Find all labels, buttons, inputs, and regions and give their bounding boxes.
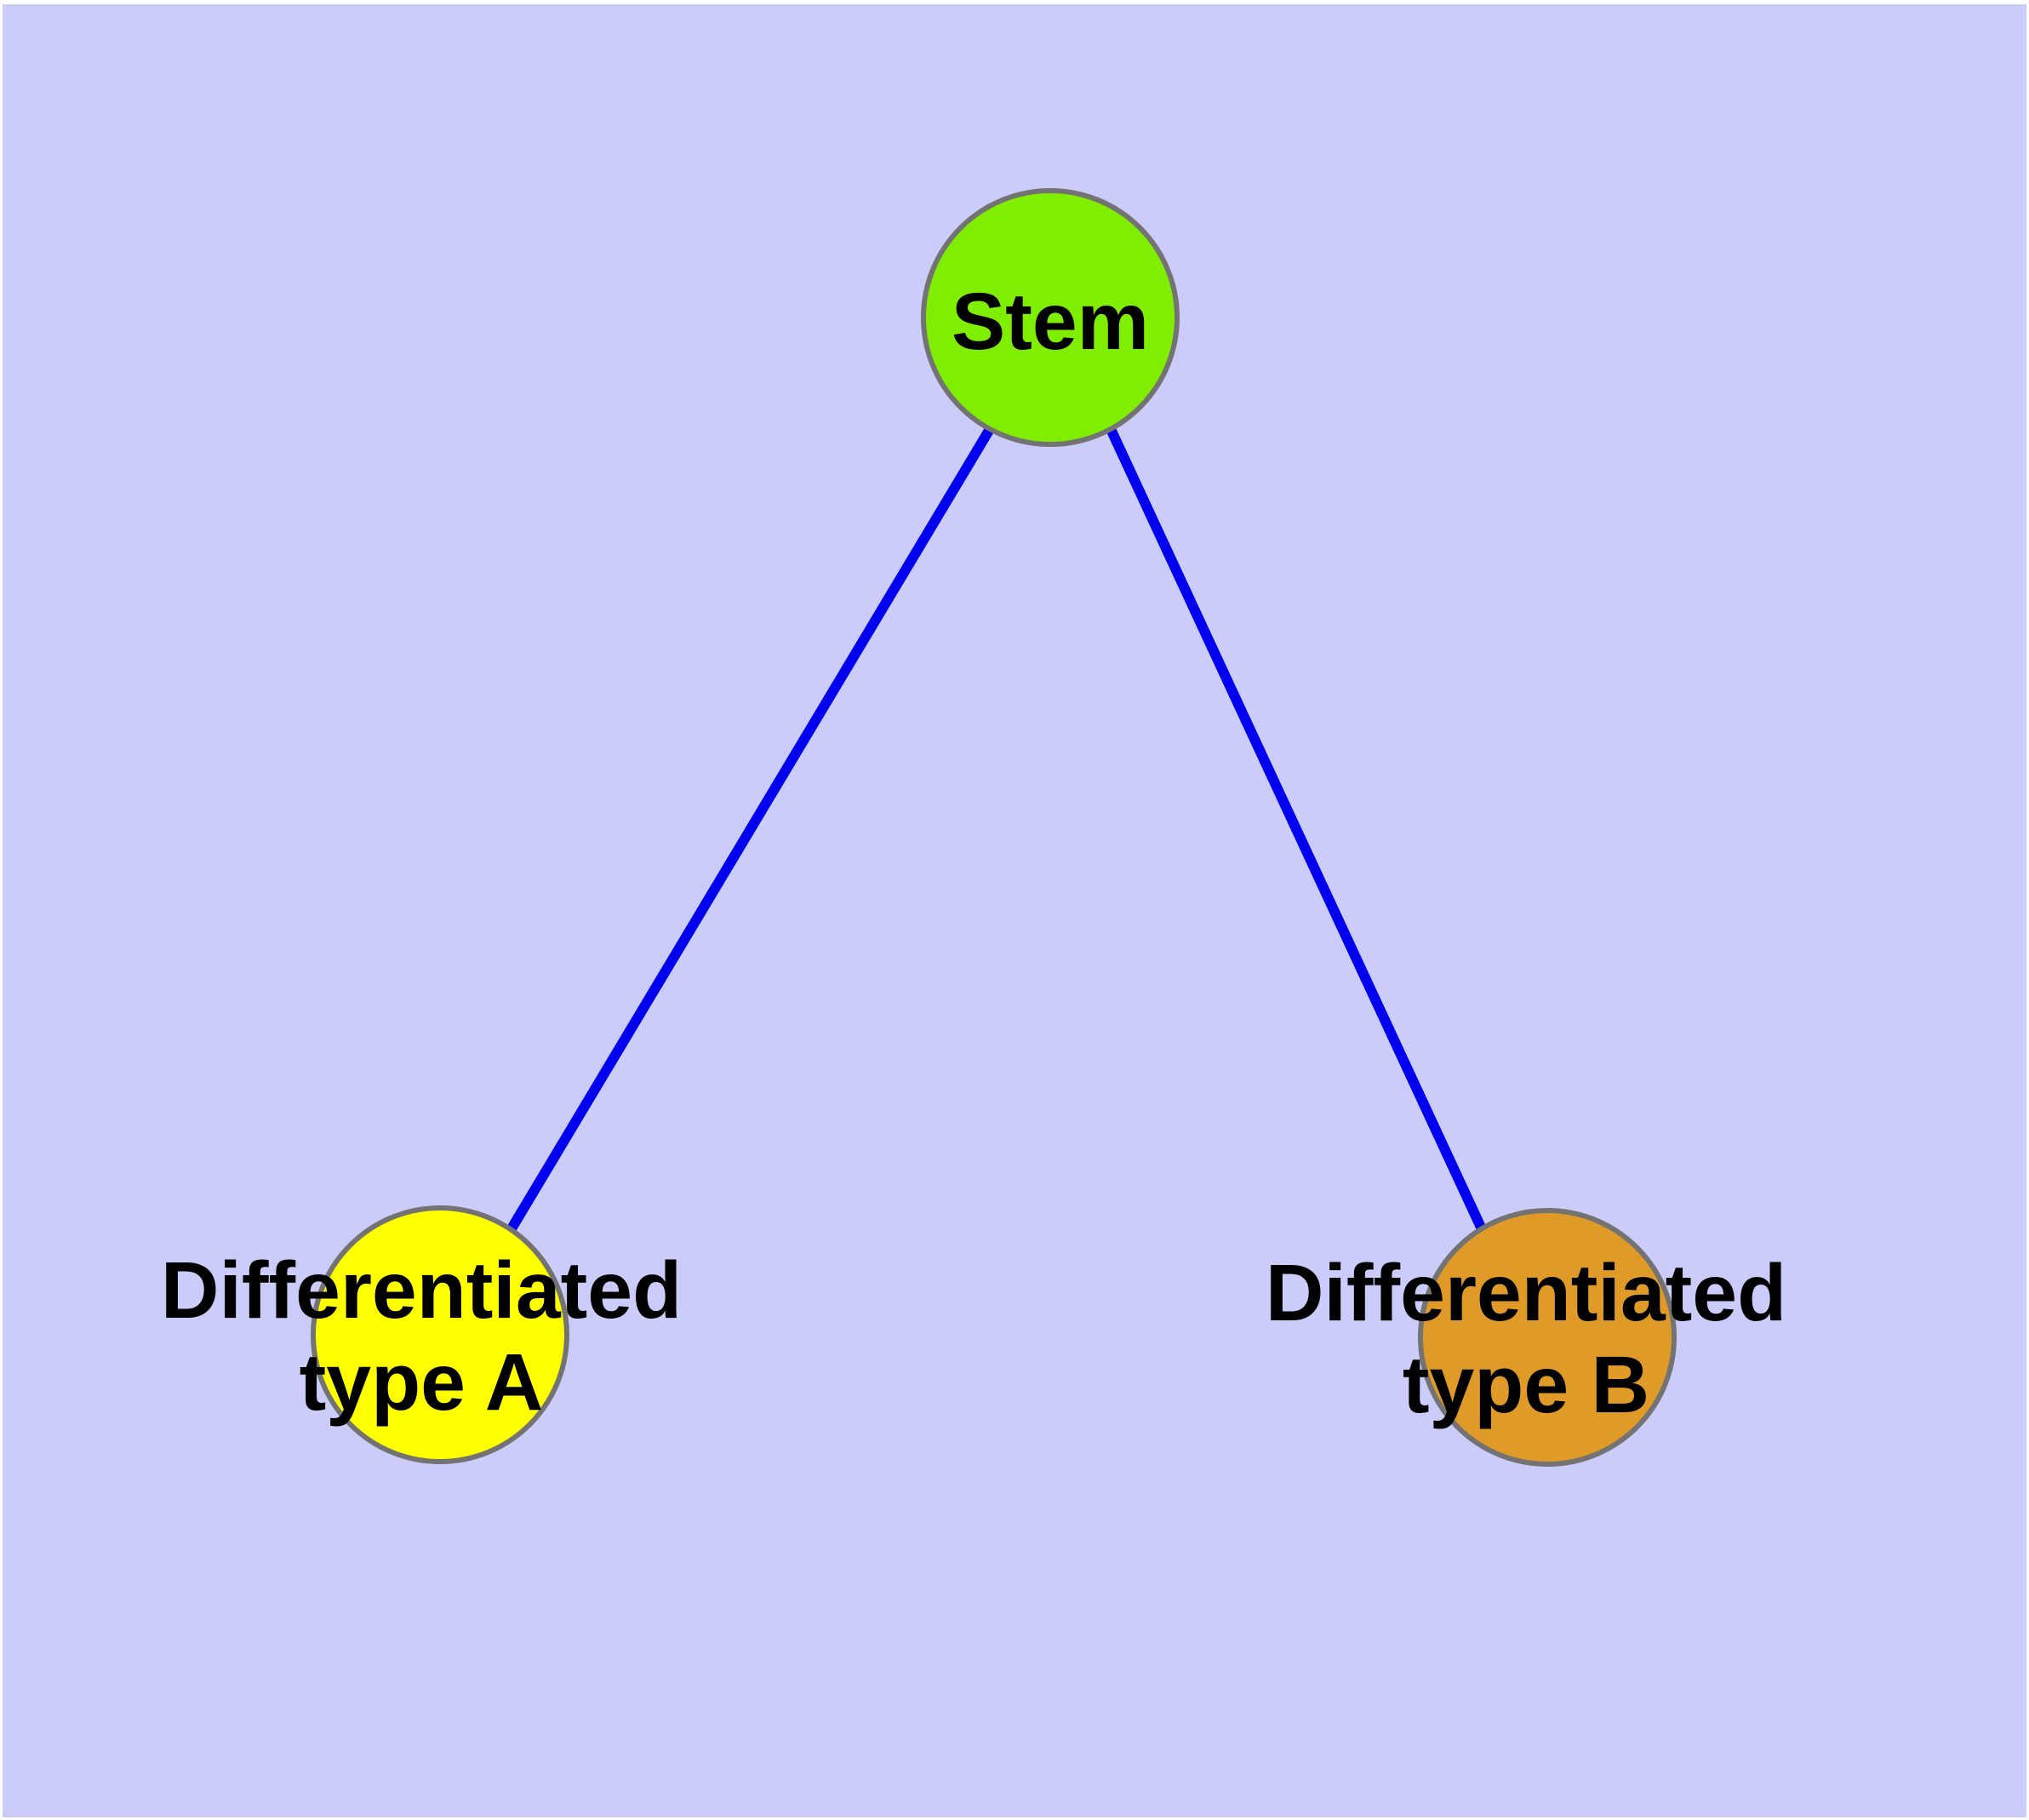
node-stem[interactable] [921,188,1180,447]
node-differentiated-type-b[interactable] [1418,1208,1677,1467]
edge-stem-to-diff-b[interactable] [1106,426,1488,1233]
node-layer [311,188,1677,1467]
label-line: Differentiated [161,1245,682,1336]
edge-layer [506,426,1488,1233]
label-line: type B [1403,1340,1649,1430]
label-line: type A [300,1337,544,1428]
node-differentiated-type-a[interactable] [311,1205,569,1464]
label-line: Stem [952,277,1149,367]
label-line: Differentiated [1266,1248,1786,1338]
edge-stem-to-diff-a[interactable] [506,426,995,1233]
node-stem-label: Stem [952,277,1149,367]
